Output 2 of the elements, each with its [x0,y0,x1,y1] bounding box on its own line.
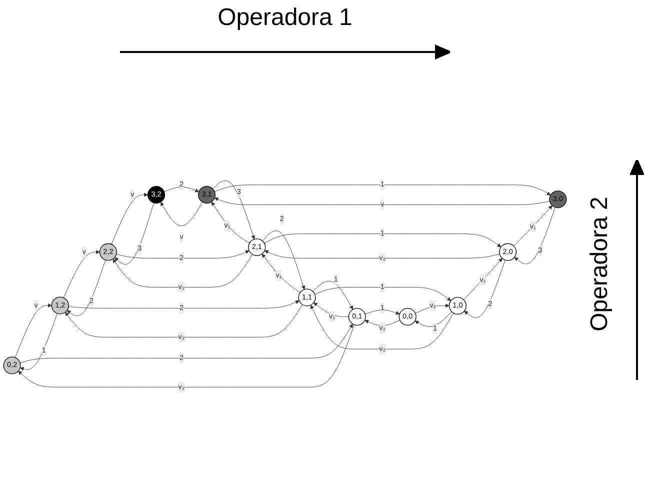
axis-label: Operadora 2 [586,196,614,334]
axis-label: Operadora 1 [216,4,354,32]
